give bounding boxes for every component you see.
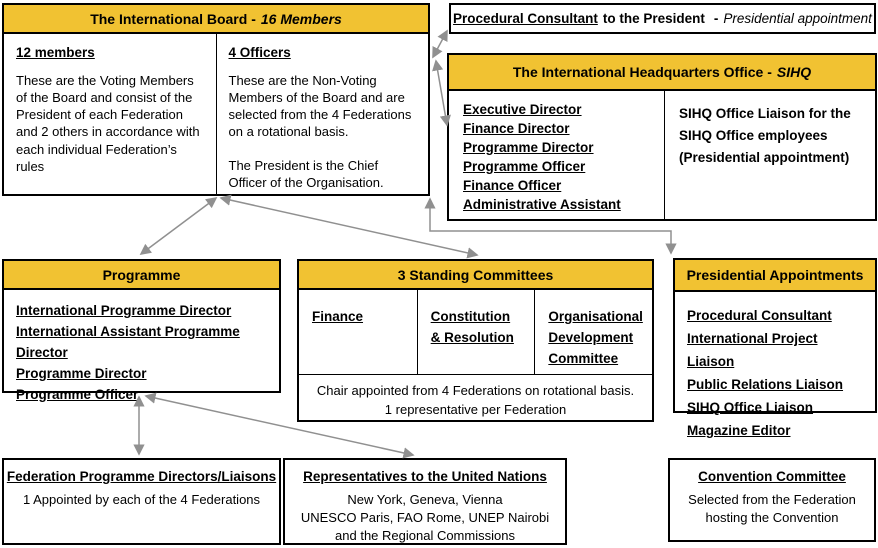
- officers-heading: 4 Officers: [228, 45, 291, 60]
- arrow-board-to-sihq: [432, 59, 451, 127]
- presidential-appointments-title: Presidential Appointments: [686, 267, 864, 283]
- sihq-roles-cell: Executive Director Finance Director Prog…: [449, 91, 665, 219]
- sihq-box: The International Headquarters Office - …: [447, 53, 877, 221]
- un-representatives-box: Representatives to the United Nations Ne…: [283, 458, 567, 545]
- committee-label: Committee: [548, 351, 619, 366]
- arrow-board-to-programme: [139, 196, 218, 256]
- board-officers-cell: 4 Officers These are the Non-Voting Memb…: [217, 34, 429, 194]
- programme-box: Programme International Programme Direct…: [2, 259, 281, 402]
- committee-cell-constitution: Constitution & Resolution: [416, 290, 535, 374]
- committee-note-line-1: Chair appointed from 4 Federations on ro…: [316, 383, 635, 398]
- sihq-title-suffix: SIHQ: [776, 64, 812, 80]
- presidential-role: Procedural Consultant: [687, 308, 832, 323]
- sihq-role: Executive Director: [463, 102, 582, 117]
- un-representatives-title: Representatives to the United Nations: [303, 469, 547, 484]
- presidential-role: Magazine Editor: [687, 423, 791, 438]
- sihq-liaison-line: SIHQ Office Liaison for the: [679, 106, 851, 121]
- presidential-appointments-header: Presidential Appointments: [675, 260, 875, 292]
- committee-note: Chair appointed from 4 Federations on ro…: [299, 375, 652, 420]
- international-board-box: The International Board - 16 Members 12 …: [2, 3, 430, 196]
- un-representatives-line: New York, Geneva, Vienna: [347, 492, 503, 507]
- committee-cell-finance: Finance: [299, 290, 417, 374]
- committee-label: Finance: [312, 309, 364, 324]
- members-heading: 12 members: [16, 45, 95, 60]
- standing-committees-header: 3 Standing Committees: [299, 261, 652, 290]
- sihq-columns: Executive Director Finance Director Prog…: [449, 91, 875, 219]
- programme-role: International Programme Director: [16, 303, 232, 318]
- presidential-role: International Project Liaison: [687, 331, 818, 369]
- arrow-board-to-procedural-consultant: [432, 29, 448, 59]
- officers-body-2: The President is the Chief Officer of th…: [228, 157, 384, 190]
- presidential-appointments-box: Presidential Appointments Procedural Con…: [673, 258, 877, 438]
- federation-programme-directors-box: Federation Programme Directors/Liaisons …: [2, 458, 281, 545]
- board-title-suffix: 16 Members: [260, 10, 342, 27]
- un-representatives-line: UNESCO Paris, FAO Rome, UNEP Nairobi: [300, 510, 550, 526]
- committee-cell-organisational-development: Organisational Development Committee: [534, 290, 652, 374]
- board-columns: 12 members These are the Voting Members …: [4, 34, 428, 194]
- committee-cells: Finance Constitution & Resolution Organi…: [299, 290, 652, 375]
- sihq-role: Finance Officer: [463, 178, 562, 193]
- procedural-consultant-label: Procedural Consultant: [453, 11, 598, 26]
- procedural-consultant-suffix: Presidential appointment: [723, 11, 872, 26]
- board-title: The International Board -: [90, 10, 256, 27]
- standing-committees-title: 3 Standing Committees: [397, 266, 554, 283]
- procedural-consultant-box: Procedural Consultant to the President -…: [449, 3, 876, 34]
- dash: -: [713, 11, 719, 26]
- committee-label: Organisational: [548, 309, 643, 324]
- convention-committee-box: Convention Committee Selected from the F…: [668, 458, 876, 542]
- sihq-title: The International Headquarters Office -: [512, 64, 772, 80]
- federation-programme-directors-title: Federation Programme Directors/Liaisons: [6, 469, 277, 484]
- sihq-role: Programme Director: [463, 140, 594, 155]
- presidential-role: Public Relations Liaison: [687, 377, 844, 392]
- programme-title: Programme: [102, 266, 181, 283]
- committee-label: Constitution: [430, 309, 511, 324]
- convention-committee-line: hosting the Convention: [705, 510, 839, 526]
- sihq-liaison-line: (Presidential appointment): [679, 150, 850, 165]
- sihq-liaison-cell: SIHQ Office Liaison for the SIHQ Office …: [665, 91, 875, 219]
- presidential-roles: Procedural Consultant International Proj…: [675, 292, 875, 454]
- sihq-role: Administrative Assistant: [463, 197, 621, 212]
- procedural-consultant-rest: to the President: [602, 11, 705, 26]
- sihq-liaison-line: SIHQ Office employees: [679, 128, 828, 143]
- programme-header: Programme: [4, 261, 279, 290]
- board-members-cell: 12 members These are the Voting Members …: [4, 34, 217, 194]
- sihq-role: Programme Officer: [463, 159, 586, 174]
- presidential-role: SIHQ Office Liaison: [687, 400, 814, 415]
- sihq-role: Finance Director: [463, 121, 570, 136]
- members-body: These are the Voting Members of the Boar…: [16, 73, 200, 174]
- arrow-board-to-standing-committees: [219, 194, 479, 259]
- programme-roles: International Programme Director Interna…: [4, 290, 279, 415]
- convention-committee-line: Selected from the Federation: [688, 492, 856, 507]
- convention-committee-title: Convention Committee: [698, 469, 846, 484]
- international-board-header: The International Board - 16 Members: [4, 5, 428, 34]
- committee-note-line-2: 1 representative per Federation: [384, 401, 567, 417]
- programme-role: International Assistant Programme Direct…: [16, 324, 240, 360]
- un-representatives-line: and the Regional Commissions: [335, 528, 515, 544]
- standing-committees-box: 3 Standing Committees Finance Constituti…: [297, 259, 654, 422]
- officers-body-1: These are the Non-Voting Members of the …: [228, 73, 412, 140]
- sihq-header: The International Headquarters Office - …: [449, 55, 875, 91]
- programme-role: Programme Officer: [16, 387, 139, 402]
- federation-programme-directors-body: 1 Appointed by each of the 4 Federations: [22, 492, 261, 507]
- committee-label: Development: [548, 330, 634, 345]
- programme-role: Programme Director: [16, 366, 147, 381]
- committee-label: & Resolution: [430, 330, 514, 345]
